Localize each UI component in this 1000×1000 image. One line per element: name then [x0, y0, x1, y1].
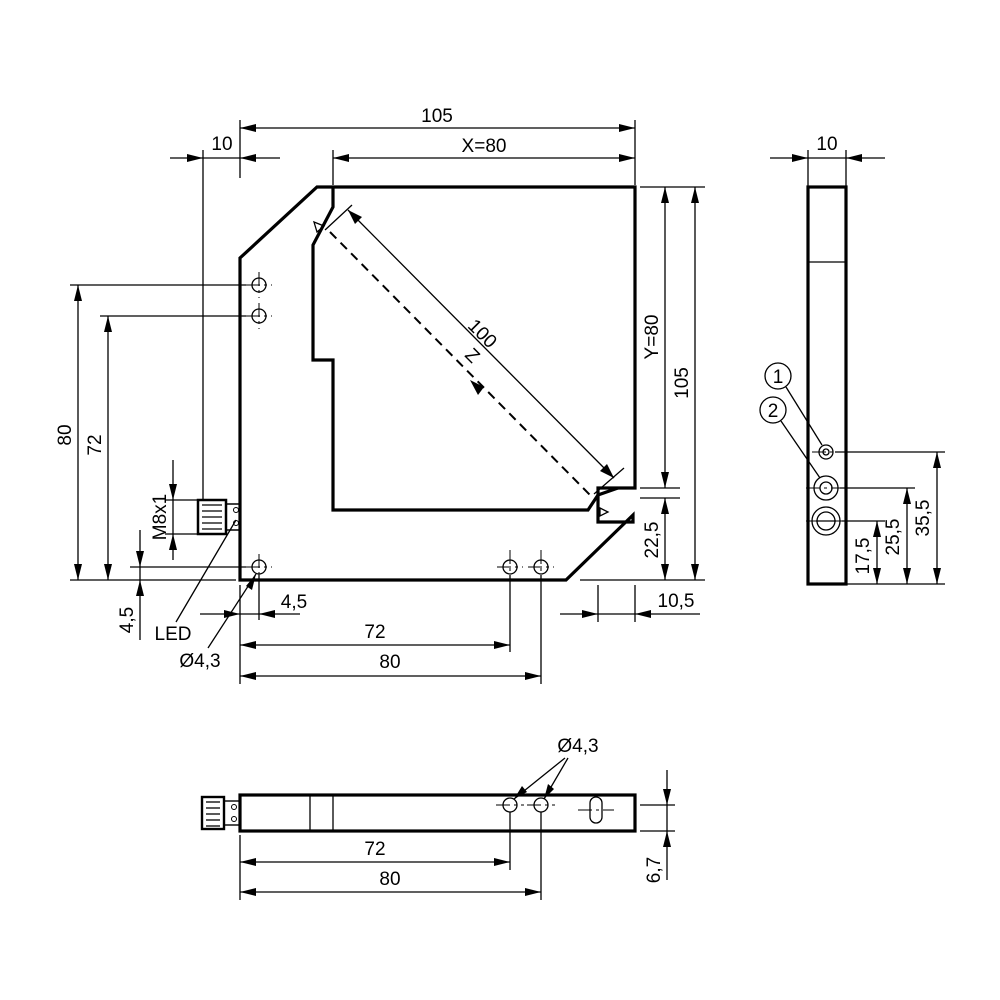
callout-1: 1	[773, 367, 784, 388]
sensor-window-outline	[311, 187, 619, 512]
bottom-dim-72: 72	[364, 839, 385, 860]
led-leader	[175, 519, 237, 623]
dim-bottom-80: 80	[379, 652, 400, 673]
bottom-hole	[527, 797, 555, 813]
dim-bottom-4-5-vertical: 4,5	[117, 607, 138, 633]
callout-circle-1	[764, 362, 792, 390]
dim-z-value: 100	[463, 315, 500, 352]
side-body-outline	[806, 185, 848, 586]
mounting-hole	[246, 554, 272, 580]
bottom-label-hole-diameter: Ø4,3	[557, 736, 598, 757]
dim-17-5: 17,5	[853, 538, 874, 575]
side-indicator-1	[812, 444, 840, 460]
dim-thread: M8x1	[150, 494, 171, 540]
dim-left-72: 72	[85, 434, 106, 455]
dim-body-offset: 10	[211, 134, 232, 155]
bottom-connector	[200, 795, 241, 831]
bottom-dim-80: 80	[379, 869, 400, 890]
dim-right-10-5: 10,5	[658, 591, 695, 612]
bottom-hole	[496, 797, 524, 813]
dim-overall-height: 105	[672, 367, 693, 399]
side-view: 10 1 2 17,5	[759, 134, 945, 586]
z-axis-dashed-line	[329, 231, 593, 498]
sensor-body-outline	[238, 185, 637, 582]
callout-2: 2	[768, 401, 779, 422]
front-view: 100 Z 105 X=80 10 Y=80 105	[55, 106, 705, 684]
bottom-body-outline	[238, 793, 637, 833]
dim-25-5: 25,5	[883, 519, 904, 556]
mounting-hole	[246, 303, 272, 329]
dim-x: X=80	[462, 136, 507, 157]
m8-connector	[196, 498, 241, 536]
label-hole-diameter: Ø4,3	[179, 651, 220, 672]
z-dim-line	[347, 209, 615, 479]
dim-overall-width: 105	[421, 106, 453, 127]
z-direction-arrow	[470, 380, 484, 395]
callout-circle-2	[759, 396, 787, 424]
dim-left-80: 80	[55, 424, 76, 445]
emitter-marker	[312, 220, 326, 234]
receiver-marker	[599, 506, 610, 518]
label-led: LED	[155, 624, 192, 645]
side-connector	[806, 506, 846, 536]
dim-bottom-72: 72	[364, 622, 385, 643]
dim-bottom-4-5-horizontal: 4,5	[281, 592, 307, 613]
bottom-dim-6-7: 6,7	[644, 857, 665, 883]
mounting-hole	[246, 272, 272, 298]
dim-y: Y=80	[642, 315, 663, 360]
bottom-view: Ø4,3 6,7 72 80	[200, 736, 675, 900]
dim-right-22-5: 22,5	[642, 522, 663, 559]
z-axis-label: Z	[460, 345, 483, 368]
dim-35-5: 35,5	[913, 500, 934, 537]
side-indicator-2	[806, 475, 846, 501]
dim-side-width: 10	[816, 134, 837, 155]
bottom-slot	[578, 796, 614, 824]
